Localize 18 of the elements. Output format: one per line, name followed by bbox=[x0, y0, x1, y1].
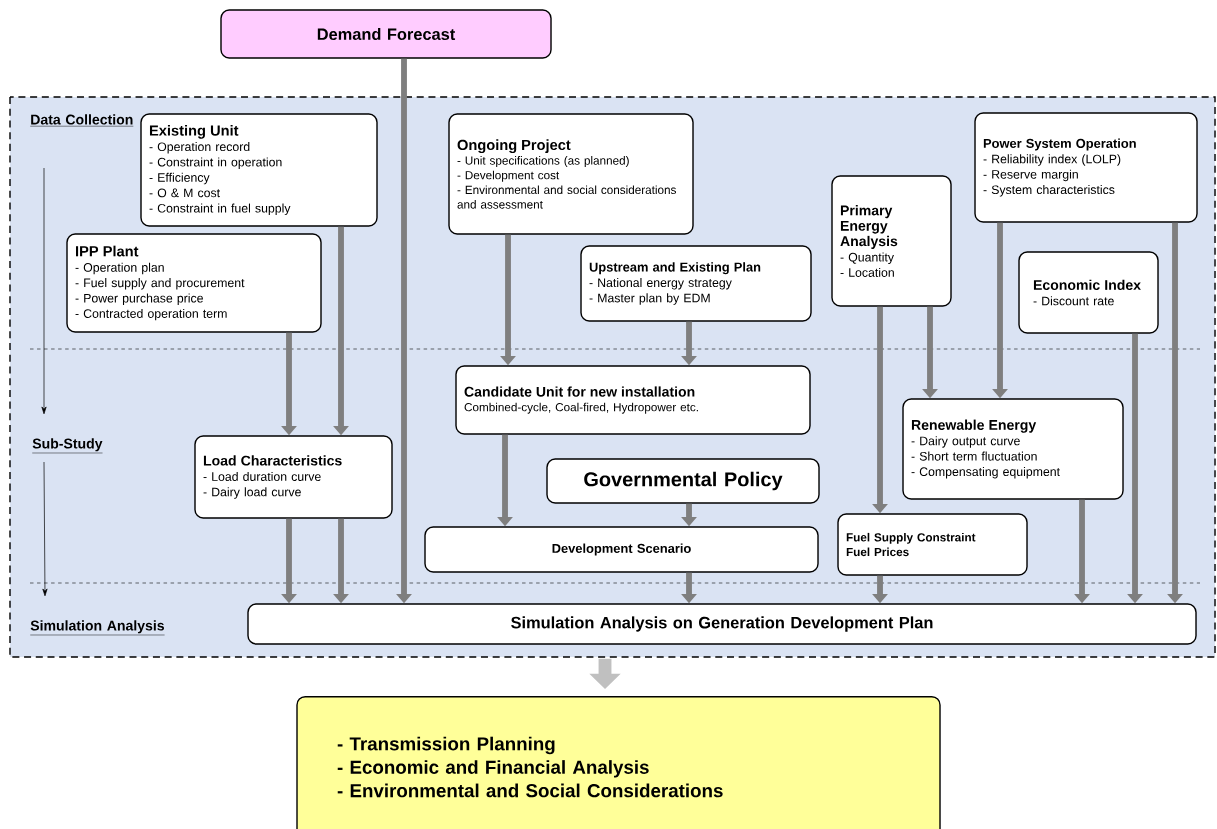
phase-label: Sub-Study bbox=[32, 438, 103, 454]
policy-box: Governmental Policy bbox=[546, 458, 820, 504]
simulation-box: Simulation Analysis on Generation Development Plan bbox=[247, 603, 1197, 645]
result-box: - Transmission Planning - Economic and Financial Analysis - Environmental and Social Considerations bbox=[296, 696, 941, 829]
data-box: IPP Plant - Operation plan - Fuel supply and procurement - Power purchase price - Contracted operation term bbox=[66, 233, 322, 333]
study-box: Candidate Unit for new installation Combined-cycle, Coal-fired, Hydropower etc. bbox=[455, 365, 811, 435]
data-box: Existing Unit - Operation record - Constraint in operation - Efficiency - O & M cost - Constraint in fuel supply bbox=[140, 113, 378, 227]
input-box: Demand Forecast bbox=[220, 9, 552, 59]
data-box: Primary Energy Analysis - Quantity - Location bbox=[831, 175, 952, 307]
data-box: Power System Operation - Reliability index (LOLP) - Reserve margin - System characteristics bbox=[974, 112, 1198, 223]
study-box: Fuel Supply Constraint Fuel Prices bbox=[837, 513, 1028, 576]
scenario-box: Development Scenario bbox=[424, 526, 819, 573]
data-box: Economic Index - Discount rate bbox=[1018, 251, 1159, 334]
data-box: Ongoing Project - Unit specifications (as planned) - Development cost - Environmental and social considerations and assessment bbox=[448, 113, 694, 235]
study-box: Renewable Energy - Dairy output curve - Short term fluctuation - Compensating equipment bbox=[902, 398, 1124, 500]
study-box: Load Characteristics - Load duration curve - Dairy load curve bbox=[194, 435, 393, 519]
data-box: Upstream and Existing Plan - National energy strategy - Master plan by EDM bbox=[580, 245, 812, 322]
phase-label: Simulation Analysis bbox=[30, 620, 165, 636]
